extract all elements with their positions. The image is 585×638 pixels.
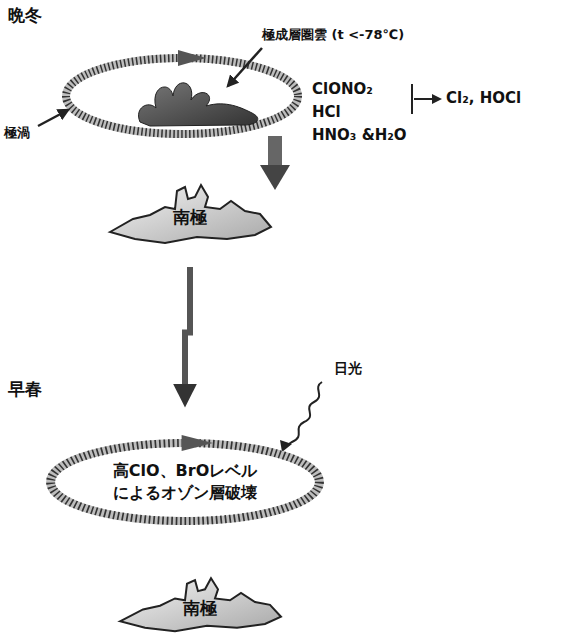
- season-heading: 晩冬: [8, 4, 42, 27]
- sunlight-ray: [286, 382, 322, 446]
- polar-vortex: [66, 50, 298, 134]
- chemical-formula: Cl₂, HOCl: [446, 89, 521, 107]
- transition-arrow: [185, 267, 190, 398]
- season-heading: 早春: [8, 378, 42, 401]
- sunlight-label: 日光: [334, 360, 362, 378]
- settling-arrow: [260, 136, 290, 190]
- process-text: 高ClO、BrOレベル によるオゾン層破壊: [85, 460, 285, 503]
- leader-arrow: [38, 110, 68, 126]
- polar-vortex-region: 高ClO、BrOレベル によるオゾン層破壊: [45, 438, 325, 526]
- vortex-label: 極渦: [4, 124, 30, 142]
- stratospheric-cloud: [139, 83, 258, 126]
- reaction-bracket: [412, 84, 440, 114]
- antarctica-shape: 南極: [105, 177, 275, 247]
- region-name: 南極: [183, 597, 217, 620]
- antarctica-shape: 南極: [115, 571, 285, 635]
- chemical-formula: HNO₃ &H₂O: [312, 126, 407, 144]
- chemical-formula: ClONO₂: [312, 80, 373, 98]
- vortex-ring: [45, 438, 325, 526]
- region-name: 南極: [173, 206, 207, 229]
- sunlight-ray-head: [280, 440, 292, 452]
- cloud-label: 極成層圏雲 (t <-78℃): [262, 26, 404, 44]
- chemical-formula: HCl: [312, 103, 341, 121]
- leader-arrow: [228, 48, 262, 86]
